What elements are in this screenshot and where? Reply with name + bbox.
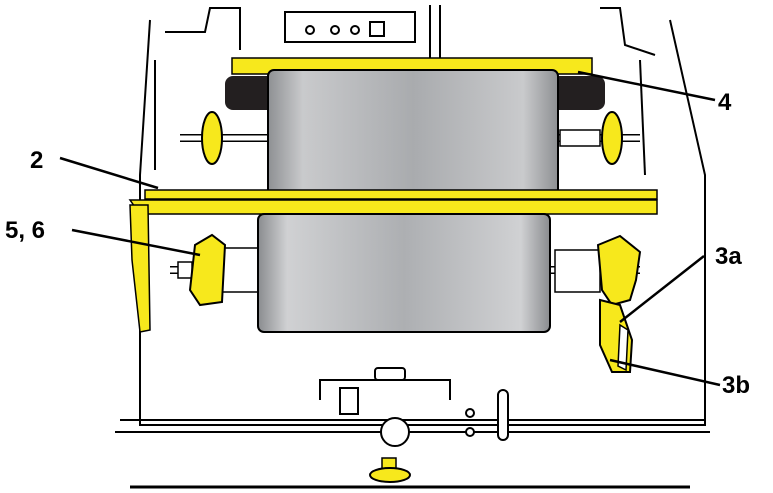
left-hub [188,233,227,307]
callout-3b: 3b [722,372,750,399]
bottom-mechanism [319,367,509,447]
leader-lines [59,70,721,387]
bottom-knob [369,457,411,483]
leader-line-4 [577,70,716,102]
leader-line-3b [609,358,721,387]
callout-5-6: 5, 6 [5,217,45,244]
callout-3a: 3a [715,243,742,270]
ribbon-guide-bar [128,189,658,215]
top-bracket [284,5,441,62]
callout-2: 2 [30,147,43,174]
leader-line-3a [619,255,705,323]
leader-line-2 [59,156,159,190]
right-latch [596,234,642,373]
callout-4: 4 [718,89,732,116]
left-side-rail [129,204,151,333]
printer-housing [115,7,710,489]
lower-ribbon-roll [257,213,551,333]
upper-ribbon-roll [267,69,559,199]
leader-line-5-6 [71,228,201,257]
